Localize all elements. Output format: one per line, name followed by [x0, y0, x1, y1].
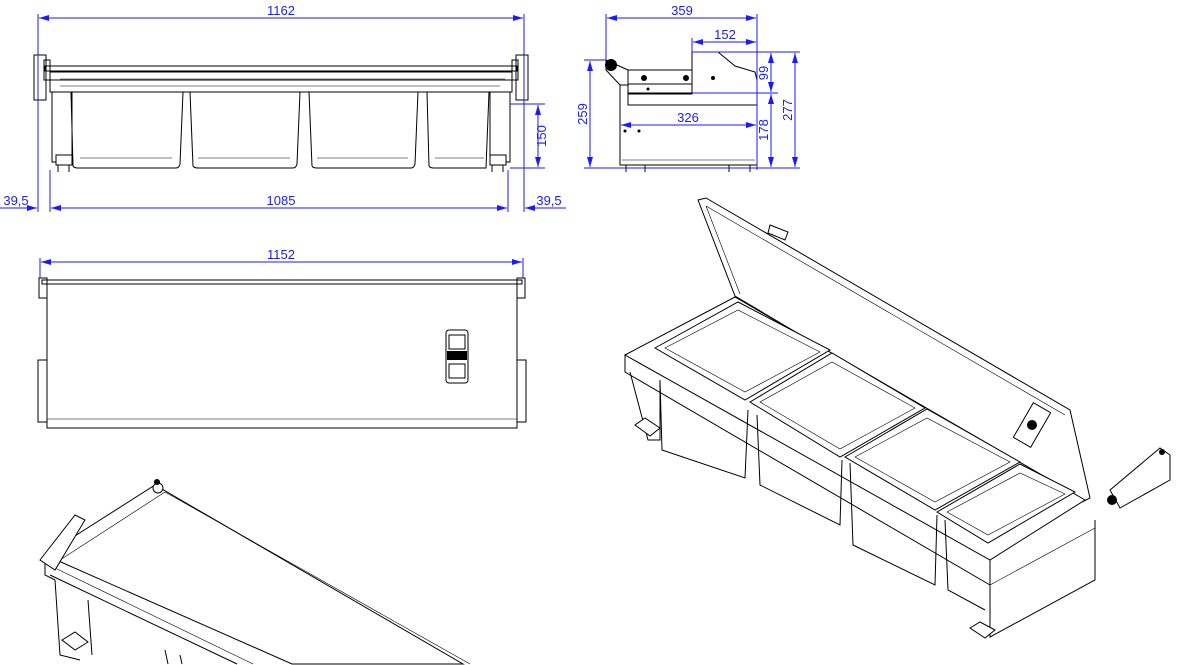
- isometric-view-closed: [39, 479, 471, 665]
- dimension-overall-depth: 359: [671, 3, 693, 18]
- dimension-right-offset: 39,5: [536, 193, 561, 208]
- side-view: 359 152 326 259 99 178 277: [575, 3, 800, 172]
- lid-open: [697, 197, 1091, 503]
- dimension-lid-depth: 152: [714, 27, 736, 42]
- dimension-height-body: 259: [575, 103, 590, 125]
- handle-latch-icon: [445, 329, 469, 384]
- front-dimensions: 1162 1085 39,5 39,5 150: [0, 3, 566, 212]
- side-bracket: [1107, 447, 1171, 509]
- front-view-outline: [33, 54, 529, 172]
- dimension-left-offset: 39,5: [3, 193, 28, 208]
- top-view: 1152: [37, 247, 527, 429]
- front-view: 1162 1085 39,5 39,5 150: [0, 3, 566, 212]
- feet: [634, 417, 996, 639]
- dimension-top-width: 1152: [267, 247, 295, 262]
- dimension-height-lower: 178: [756, 119, 771, 141]
- dimension-inner-width: 1085: [267, 193, 296, 208]
- dimension-pan-depth: 150: [534, 125, 549, 147]
- dimension-overall-width: 1162: [267, 3, 295, 18]
- pans: [653, 301, 1077, 611]
- dimension-height-total: 277: [780, 99, 795, 121]
- dimension-body-depth: 326: [677, 110, 699, 125]
- isometric-view-open: [623, 197, 1171, 639]
- dimension-height-upper: 99: [756, 66, 771, 80]
- front-view-pans: [60, 78, 505, 169]
- side-dimensions: 359 152 326 259 99 178 277: [575, 3, 800, 170]
